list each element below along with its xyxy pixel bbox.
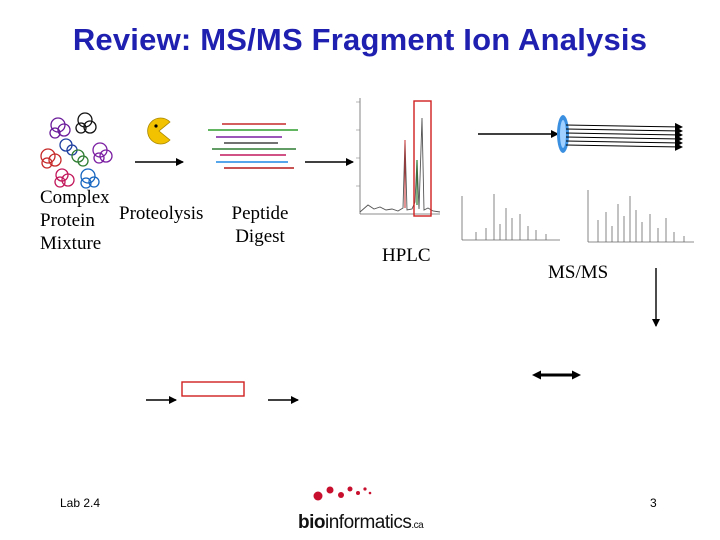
protein-mixture-icon [40, 112, 113, 189]
label-proteolysis: Proteolysis [119, 203, 204, 224]
logo-bio: bio [298, 512, 326, 533]
label-hplc: HPLC [382, 245, 431, 266]
label-peptide-digest: Peptide Digest [222, 202, 298, 248]
hplc-selection-box [413, 100, 432, 217]
enzyme-pacman-icon [147, 117, 171, 145]
hplc-chromatogram-icon [356, 98, 441, 217]
page-number: 3 [650, 496, 657, 510]
ms-spectrum-icon [461, 194, 560, 241]
logo-ca: .ca [411, 520, 424, 531]
digest-line-1: Peptide [231, 203, 289, 224]
msms-spectrum-icon [587, 190, 694, 243]
label-msms: MS/MS [548, 262, 609, 283]
slide-title: Review: MS/MS Fragment Ion Analysis [72, 22, 648, 57]
label-complex-protein-mixture: Complex Protein Mixture [40, 186, 110, 255]
logo-informatics: informatics [325, 512, 412, 533]
ion-source-icon [557, 115, 683, 153]
digest-line-2: Digest [235, 226, 285, 247]
peptide-fragments-icon [208, 123, 298, 169]
mixture-line-3: Mixture [40, 233, 102, 254]
mixture-line-1: Complex [40, 187, 110, 208]
bioinformatics-logo: bioinformatics.ca [298, 512, 424, 534]
mixture-line-2: Protein [40, 210, 95, 231]
empty-red-box [181, 381, 245, 397]
bioinformatics-logo-dots [313, 486, 372, 501]
footer-lab-label: Lab 2.4 [60, 496, 101, 510]
